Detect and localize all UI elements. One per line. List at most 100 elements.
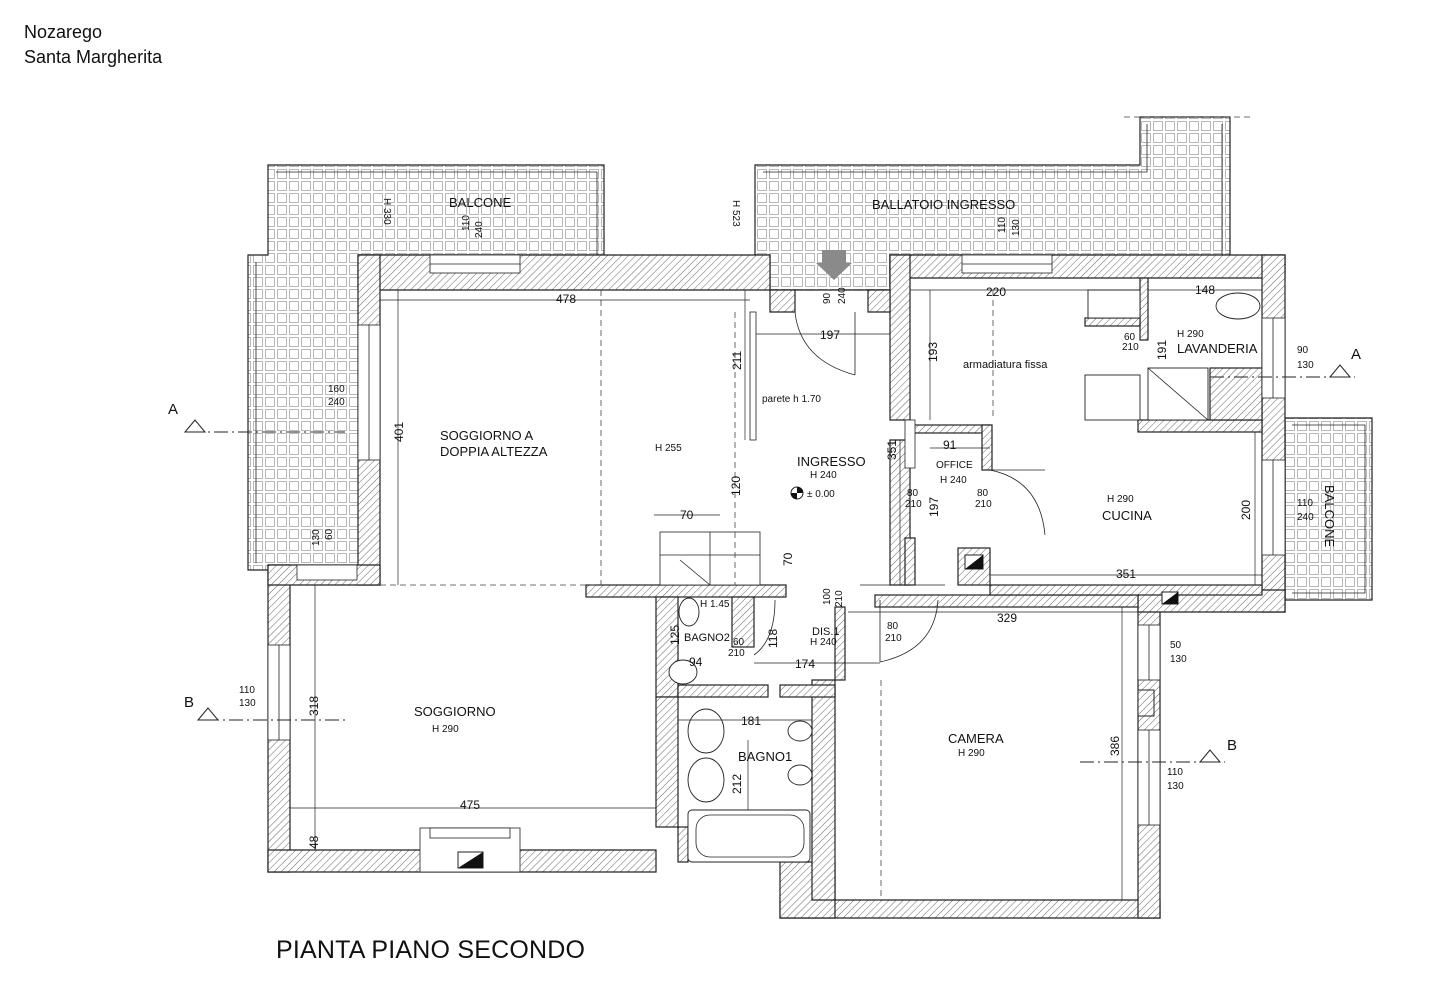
label-balcone-left: BALCONE [449, 195, 511, 210]
label-ballatoio: BALLATOIO INGRESSO [872, 197, 1015, 212]
dim-48: 48 [307, 835, 321, 849]
win-ballatoio-b: 130 [1011, 219, 1022, 236]
label-ingresso-height: H 240 [810, 470, 837, 481]
label-cucina-height: H 290 [1107, 494, 1134, 505]
label-lavanderia: LAVANDERIA [1177, 341, 1258, 356]
dim-91: 91 [943, 438, 957, 452]
sanitary-fixtures [668, 289, 1261, 863]
label-armadiatura: armadiatura fissa [963, 359, 1048, 371]
dim-70b: 70 [781, 552, 795, 566]
label-soggiorno-a-height: H 255 [655, 443, 682, 454]
drawing-title: PIANTA PIANO SECONDO [276, 936, 586, 964]
dim-181: 181 [741, 714, 761, 728]
win-sog-a: 110 [239, 685, 255, 696]
opening-labels: 110 240 110 130 160 240 60 130 90 240 90… [239, 215, 1314, 792]
win-cam1-b: 130 [1170, 654, 1187, 665]
win-sog-b: 130 [239, 698, 256, 709]
dim-197a: 197 [820, 328, 840, 342]
dim-94: 94 [689, 655, 703, 669]
door-entry-a: 90 [822, 292, 833, 304]
dim-386: 386 [1108, 736, 1122, 756]
door-dis-b: 210 [834, 590, 845, 607]
win-left-b: 240 [328, 397, 345, 408]
label-ingresso: INGRESSO [797, 454, 866, 469]
dim-120: 120 [729, 476, 743, 496]
dim-318: 318 [307, 696, 321, 716]
label-bagno2: BAGNO2 [684, 632, 730, 644]
dim-351a: 351 [885, 440, 899, 460]
section-a-left: A [168, 401, 178, 418]
dim-475: 475 [460, 798, 480, 812]
win-cam2-a: 110 [1167, 767, 1183, 778]
label-soggiorno-height: H 290 [432, 724, 459, 735]
win-cam1-a: 50 [1170, 640, 1182, 651]
dim-174: 174 [795, 657, 815, 671]
level-marker-icon [790, 486, 804, 500]
dim-212: 212 [730, 774, 744, 794]
win-small-a: 60 [324, 528, 335, 540]
label-lavanderia-height: H 290 [1177, 329, 1204, 340]
dim-351b: 351 [1116, 567, 1136, 581]
win-small-b: 130 [311, 529, 322, 546]
dim-478: 478 [556, 292, 576, 306]
label-balcone-right: BALCONE [1322, 485, 1337, 547]
door-entry-b: 240 [837, 287, 848, 304]
flue-icons [457, 554, 1179, 869]
door-cucina-b: 210 [975, 499, 992, 510]
door-camera-b: 210 [885, 633, 902, 644]
label-level: ± 0.00 [807, 489, 835, 500]
label-soggiorno-a-1: SOGGIORNO A [440, 428, 534, 443]
section-a-right: A [1351, 346, 1361, 363]
dim-200: 200 [1239, 500, 1253, 520]
label-soggiorno-a-2: DOPPIA ALTEZZA [440, 444, 548, 459]
door-bagno2-a: 60 [733, 637, 745, 648]
section-b-left: B [184, 694, 194, 711]
dim-193: 193 [926, 342, 940, 362]
label-cucina: CUCINA [1102, 508, 1152, 523]
label-office: OFFICE [936, 460, 973, 471]
label-bagno1: BAGNO1 [738, 749, 792, 764]
win-lav-b: 130 [1297, 360, 1314, 371]
door-office-b: 210 [905, 499, 922, 510]
win-balcone-a: 110 [461, 215, 472, 231]
win-cucina-b: 240 [1297, 512, 1314, 523]
location-line-2: Santa Margherita [24, 47, 163, 67]
project-location: Nozarego Santa Margherita [24, 20, 162, 70]
door-swings [753, 311, 1046, 663]
dimension-lines [290, 289, 1262, 900]
dim-401: 401 [392, 422, 406, 442]
staircase [659, 312, 761, 586]
win-ballatoio-a: 110 [997, 217, 1008, 233]
label-camera-height: H 290 [958, 748, 985, 759]
win-left-a: 160 [328, 384, 345, 395]
balcone-left-area [247, 164, 605, 571]
dim-211: 211 [730, 351, 744, 370]
win-cam2-b: 130 [1167, 781, 1184, 792]
dim-191: 191 [1155, 340, 1169, 360]
windows [267, 254, 1286, 873]
door-lav-b: 210 [1122, 342, 1139, 353]
win-balcone-b: 240 [474, 221, 485, 238]
label-h330: H 330 [381, 198, 392, 225]
label-parete: parete h 1.70 [762, 394, 821, 405]
location-line-1: Nozarego [24, 22, 103, 42]
dim-329: 329 [997, 611, 1017, 625]
label-h523: H 523 [730, 200, 741, 227]
dim-220: 220 [986, 285, 1006, 299]
door-dis-a: 100 [822, 588, 833, 605]
door-office-a: 80 [907, 488, 919, 499]
door-lav-a: 60 [1124, 332, 1136, 343]
win-cucina-a: 110 [1297, 498, 1313, 509]
label-dis1: DIS.1 [812, 626, 840, 638]
overhead-lines [380, 290, 994, 900]
section-lines [183, 364, 1355, 763]
entrance-arrow-icon [816, 250, 852, 280]
door-camera-a: 80 [887, 621, 899, 632]
label-soggiorno: SOGGIORNO [414, 704, 496, 719]
dim-118: 118 [766, 629, 780, 648]
label-office-height: H 240 [940, 475, 967, 486]
door-cucina-a: 80 [977, 488, 989, 499]
win-lav-a: 90 [1297, 345, 1309, 356]
dim-125: 125 [668, 625, 682, 645]
